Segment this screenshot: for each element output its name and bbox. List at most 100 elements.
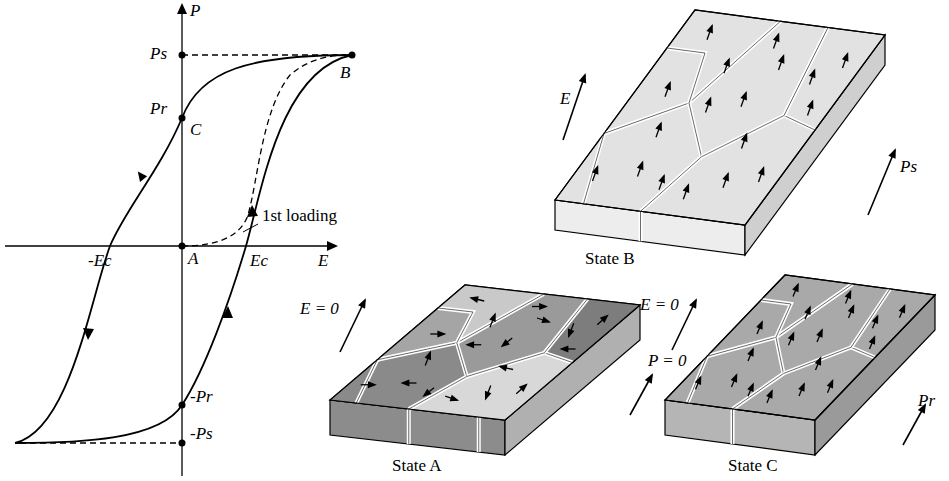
direction-arrowhead (83, 328, 94, 340)
axis-label: A (188, 250, 198, 269)
dipole-arrow-head (809, 69, 816, 79)
slab-outline (330, 285, 640, 420)
point-dot (179, 402, 186, 409)
grain-boundary (702, 116, 816, 157)
state-caption: State A (392, 457, 442, 476)
grain-boundary (761, 300, 791, 337)
dipole-arrow-head (695, 375, 702, 385)
grain-boundary (667, 48, 705, 103)
grain-boundary (784, 28, 828, 116)
dipole-arrow-head (792, 283, 799, 293)
dipole-arrow-head (501, 339, 510, 347)
dipole-arrow-head (683, 183, 690, 193)
dipole-arrow-head (485, 391, 491, 401)
grain-boundary (707, 284, 853, 356)
axis-label: -Pr (190, 388, 213, 407)
ascending-branch (15, 55, 352, 443)
dipole-arrow-head (758, 166, 765, 176)
axis-label: Pr (150, 100, 167, 119)
dipole-arrow-head (706, 24, 713, 34)
axis-label: Ps (900, 158, 917, 177)
slab-top (665, 275, 935, 420)
axis-label: P = 0 (648, 352, 687, 371)
domain-slabs (330, 10, 935, 455)
saturation-line (182, 54, 346, 55)
slab-top (330, 285, 640, 420)
direction-arrowhead (136, 171, 148, 183)
polarization-arrow-head (888, 148, 895, 159)
axis-arrowhead (327, 241, 338, 251)
slab-outline (555, 10, 885, 225)
point-dot (349, 52, 356, 59)
field-arrow-head (358, 298, 366, 309)
grain-boundary (584, 134, 605, 204)
dipole-arrow-head (539, 303, 548, 310)
axis-label: Pr (918, 392, 935, 411)
dipole-arrow-head (731, 373, 738, 383)
dipole-arrow-head (747, 382, 754, 392)
dipole-arrow-head (437, 331, 446, 338)
grain-boundary (639, 211, 643, 241)
dipole-arrow-head (592, 165, 599, 175)
grain-boundary (761, 300, 791, 337)
dipole-arrow-head (560, 346, 569, 353)
field-arrow (340, 300, 365, 352)
grain-boundary (702, 116, 816, 157)
grain-boundary (356, 360, 377, 403)
state-caption: 1st loading (262, 207, 337, 226)
dipole-arrow-head (723, 57, 730, 67)
grain-boundary (732, 409, 733, 444)
dipole-arrow-head (368, 381, 377, 388)
dipole-arrow-head (756, 320, 763, 330)
axis-label: B (340, 64, 350, 83)
dipole-arrow-head (788, 331, 795, 341)
grain-boundary (641, 103, 702, 211)
grain-boundary (733, 337, 784, 409)
grain-boundary (584, 134, 605, 204)
dipole-arrow-head (869, 335, 876, 345)
grain-boundary (784, 28, 828, 116)
dipole-arrow-head (401, 380, 410, 387)
grain-boundary (731, 409, 735, 444)
grain-boundary (407, 409, 411, 444)
dipole-arrow-head (637, 161, 644, 171)
saturation-line (20, 442, 182, 443)
dipole-arrow-head (872, 314, 879, 324)
point-dot (179, 115, 186, 122)
dipole-arrow-head (815, 356, 822, 366)
grain-boundary (688, 356, 708, 403)
axis-label: P (190, 2, 200, 21)
grain-boundary (478, 417, 479, 452)
dipole-arrow-head (600, 314, 609, 323)
point-dot (179, 243, 186, 250)
grain-boundary (409, 343, 467, 409)
grain-boundary (477, 417, 481, 452)
dipole-arrow-head (816, 328, 823, 338)
dipole-arrow-head (422, 389, 431, 397)
axis-label: E = 0 (300, 300, 339, 319)
grain-boundary (409, 343, 467, 409)
grain-boundary (641, 103, 702, 211)
grain-boundary (784, 347, 876, 373)
point-dot (179, 440, 186, 447)
grain-boundary (707, 284, 853, 356)
dipole-arrow-head (747, 347, 754, 357)
axis-label: E (560, 90, 570, 109)
dipole-arrow-head (469, 296, 478, 303)
dipole-arrow-head (778, 54, 785, 64)
dipole-arrow-head (766, 389, 773, 399)
dipole-arrow-head (465, 341, 474, 348)
slab-outline (665, 275, 935, 420)
grain-boundary (851, 289, 890, 347)
dipole-arrow-head (842, 52, 849, 62)
descending-branch (15, 55, 352, 443)
grain-boundary (438, 308, 473, 343)
leader-line (243, 224, 258, 232)
axis-label: Ec (250, 252, 268, 271)
dipole-arrow-head (741, 133, 748, 143)
grain-boundary (688, 356, 708, 403)
dipole-arrow-head (899, 304, 906, 314)
dipole-arrow-head (425, 351, 431, 361)
polarization-arrow (868, 150, 895, 215)
field-arrow-head (579, 73, 586, 84)
